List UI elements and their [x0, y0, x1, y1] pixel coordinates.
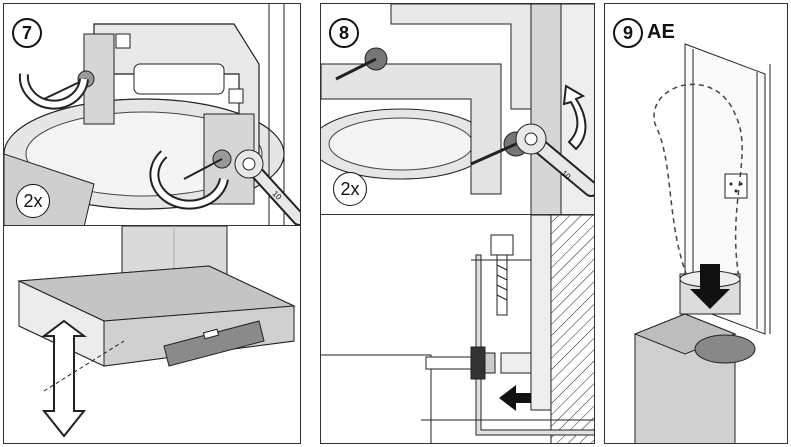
step-number: 9 — [622, 22, 633, 43]
step-number-badge: 7 — [12, 18, 42, 48]
step-8-detail-illustration — [321, 215, 594, 443]
step-7-level-panel — [3, 225, 301, 444]
step-8-detail-panel — [320, 214, 595, 444]
quantity-label: 2x — [23, 190, 43, 211]
quantity-badge: 2x — [16, 184, 50, 218]
level-illustration — [17, 226, 296, 438]
step-9-panel: 9 AE — [604, 3, 788, 444]
step-number: 8 — [338, 22, 349, 43]
step-number-badge: 9 — [613, 18, 643, 48]
quantity-badge: 2x — [333, 172, 367, 206]
step-8-illustration: 10 — [321, 4, 594, 214]
step-7-illustration: 10 — [4, 4, 300, 225]
step-number-badge: 8 — [329, 18, 359, 48]
step-9-illustration — [633, 43, 771, 443]
step-7-panel: 10 7 2x — [3, 3, 301, 226]
step-8-panel: 10 8 2x — [320, 3, 595, 215]
step-suffix-label: AE — [647, 21, 675, 43]
quantity-label: 2x — [340, 178, 360, 199]
step-number: 7 — [21, 22, 32, 43]
